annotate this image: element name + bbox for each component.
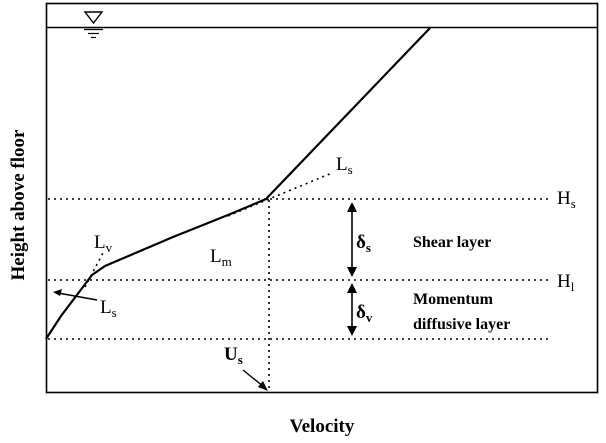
label-hs: Hs [557, 188, 576, 211]
lv-tangent [84, 250, 105, 288]
label-momentum-line2: diffusive layer [413, 316, 510, 333]
label-momentum-line1: Momentum [413, 291, 494, 308]
plot-frame [45, 2, 599, 394]
label-us: Us [224, 344, 243, 367]
velocity-profile-curve [45, 27, 431, 340]
label-delta-v: δv [356, 302, 373, 325]
label-ls-top: Ls [336, 154, 353, 177]
y-axis-title: Height above floor [8, 129, 29, 280]
label-lv: Lv [94, 232, 113, 255]
label-lm: Lm [210, 246, 232, 269]
ls-tangent-top [227, 172, 333, 217]
ls-bottom-arrowhead [53, 289, 62, 296]
label-hl: Hl [557, 271, 575, 294]
us-arrowhead [258, 381, 268, 391]
label-ls-bottom: Ls [100, 297, 117, 320]
ls-bottom-pointer [57, 292, 98, 301]
delta-v-dimension [347, 283, 357, 336]
delta-s-dimension [347, 202, 357, 277]
label-shear-layer: Shear layer [413, 234, 491, 251]
label-delta-s: δs [356, 232, 371, 255]
water-surface-icon [83, 11, 104, 39]
x-axis-title: Velocity [290, 416, 355, 437]
